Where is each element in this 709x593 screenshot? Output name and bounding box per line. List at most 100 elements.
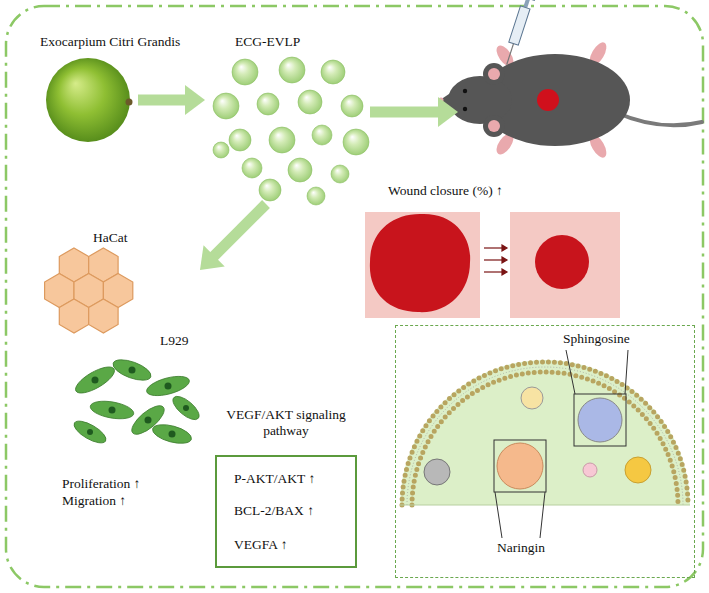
wound-panel [510,212,620,318]
arrow-head [185,85,205,115]
cell-nucleus [169,431,176,438]
wound-large [370,214,470,312]
vesicle [331,165,349,183]
time-arrow [484,247,502,248]
vesicle [343,129,369,155]
fibroblast-cell [151,421,194,447]
cell-nucleus [129,367,136,374]
vesicle [341,95,363,117]
highlight-box [574,394,626,446]
mouse-nose [439,98,444,103]
wound-panel [365,212,480,318]
node-label: BCL-2/BAX ↑ [234,503,314,519]
cargo-molecule [521,387,543,409]
node-label: Sphingosine [563,331,630,347]
fibroblast-cell [169,392,203,423]
arrow-shaft [138,95,187,106]
node-label: Naringin [497,540,545,556]
node-label: VEGFA ↑ [234,537,287,553]
mouse-eye [463,107,467,111]
vesicle [321,60,345,84]
source-node: Exocarpium Citri Grandis [40,32,138,147]
cell-nucleus [165,383,172,390]
fibroblast-cell [145,373,192,400]
node-label: Proliferation ↑ [62,476,140,492]
hacat-cells [45,248,133,333]
syringe [500,0,536,67]
fruit-body [46,58,130,142]
mouse-eye [463,89,467,93]
leader-line [495,492,502,538]
animal-model-node: Wound closure (%) ↑ [458,15,703,178]
wound-small [535,235,589,289]
syringe-needle [507,44,514,65]
vesicle [259,179,281,201]
mouse-tail [615,112,702,125]
time-arrow [484,271,502,272]
time-arrow [484,259,502,260]
node-label: Exocarpium Citri Grandis [40,34,180,50]
arrow-shaft [213,204,266,257]
naringin-molecule [497,443,543,489]
vesicle [312,125,332,145]
vesicle [213,93,239,119]
cargo-molecule [625,457,651,483]
wound-comparison [365,212,620,318]
bilayer-heads [402,362,688,505]
vesicle-composition [400,350,690,538]
syringe-barrel [509,6,530,45]
cargo-molecule [424,459,450,485]
fibroblast-cell [72,362,118,398]
vesicle-cluster [213,57,369,205]
mouse-ear [483,115,505,137]
arrow-head [200,245,225,270]
time-arrow-head [502,245,507,251]
node-label: HaCat [93,230,128,246]
fruit-stem [126,99,133,106]
hacat-cell [89,299,118,333]
highlight-box [494,440,546,492]
vesicle [213,142,229,158]
sphingosine-molecule [578,398,622,442]
time-arrow-head [502,257,507,263]
node-label: Migration ↑ [62,493,126,509]
wound-spot [537,89,559,111]
vesicle [257,93,279,115]
vesicle [229,129,251,151]
cell-nucleus [109,407,116,414]
vesicle [279,57,305,83]
vesicle [269,127,295,153]
vesicle [307,187,325,205]
cargo-molecule [583,463,597,477]
time-arrow-head [502,269,507,275]
cell-model-node: HaCatL929Proliferation ↑Migration ↑ [38,225,200,510]
flow-arrow [200,204,266,270]
flow-arrow [138,85,205,115]
node-label: ECG-EVLP [235,34,300,50]
flow-arrow [370,97,458,127]
fibroblast-cell [89,398,135,421]
vesicle-base [400,505,690,506]
mouse-illustration [439,0,703,160]
cell-nucleus [145,417,152,424]
node-label: Wound closure (%) ↑ [388,183,503,199]
node-label: P-AKT/AKT ↑ [234,471,315,487]
fibroblast-cell [110,356,153,385]
node-label: VEGF/AKT signaling pathway [223,407,349,439]
l929-cells [71,356,203,447]
vesicle [288,158,312,182]
arrow-shaft [370,107,440,118]
vesicle-lumen [400,360,690,505]
bilayer-heads [412,372,678,505]
frame-border [6,6,703,587]
fibroblast-cell [71,417,109,447]
leader-line [625,350,628,394]
mouse-ear [483,63,505,85]
mouse-ear [488,120,500,132]
hacat-cell [59,299,88,333]
mouse-ear [488,68,500,80]
cell-nucleus [87,429,93,435]
composition-box: SphingosineNaringin [395,325,695,578]
